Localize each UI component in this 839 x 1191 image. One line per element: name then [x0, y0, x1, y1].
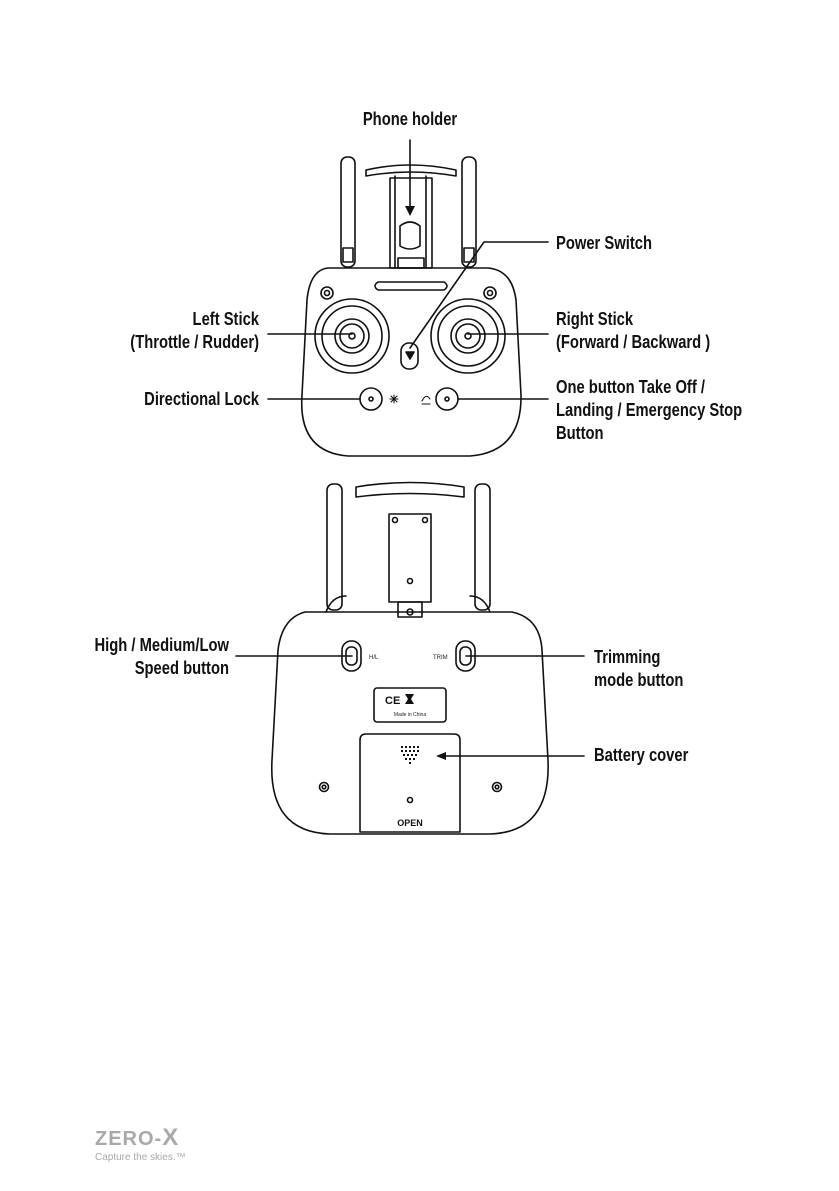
takeoff-button: [422, 388, 458, 410]
label-takeoff-button: One button Take Off / Landing / Emergenc…: [556, 376, 742, 445]
speaker-grille-icon: [401, 746, 419, 764]
label-right-stick: Right Stick (Forward / Backward ): [556, 308, 710, 354]
controller-body-back: [272, 612, 548, 834]
label-phone-holder: Phone holder: [344, 108, 475, 131]
back-right-antenna: [475, 484, 490, 610]
back-left-antenna: [327, 484, 342, 610]
label-trim-button: Trimming mode button: [594, 646, 683, 692]
label-power-switch: Power Switch: [556, 232, 652, 255]
hl-mark: H/L: [369, 655, 379, 661]
leader-lines: [236, 140, 584, 756]
brand-footer: ZERO-X Capture the skies.™: [95, 1126, 186, 1165]
label-directional-lock: Directional Lock: [96, 388, 259, 411]
brand-tagline: Capture the skies.™: [95, 1151, 186, 1165]
controller-back: [272, 483, 548, 835]
weee-icon: [405, 694, 414, 704]
directional-lock-button: [360, 388, 398, 410]
controller-body-front: [302, 268, 521, 456]
made-in-mark: Made in China: [394, 712, 426, 718]
left-stick: [315, 299, 389, 373]
brand-logo: ZERO-X: [95, 1126, 186, 1151]
back-phone-holder: [356, 483, 464, 618]
trim-mark: TRIM: [433, 655, 448, 661]
label-speed-button: High / Medium/Low Speed button: [66, 634, 229, 680]
right-stick: [431, 299, 505, 373]
label-battery-cover: Battery cover: [594, 744, 688, 767]
open-mark: OPEN: [397, 818, 423, 828]
ce-mark: CE: [385, 695, 400, 707]
label-left-stick: Left Stick (Throttle / Rudder): [96, 308, 259, 354]
controller-front: [302, 157, 521, 456]
phone-holder: [366, 165, 456, 268]
power-switch: [401, 343, 418, 369]
